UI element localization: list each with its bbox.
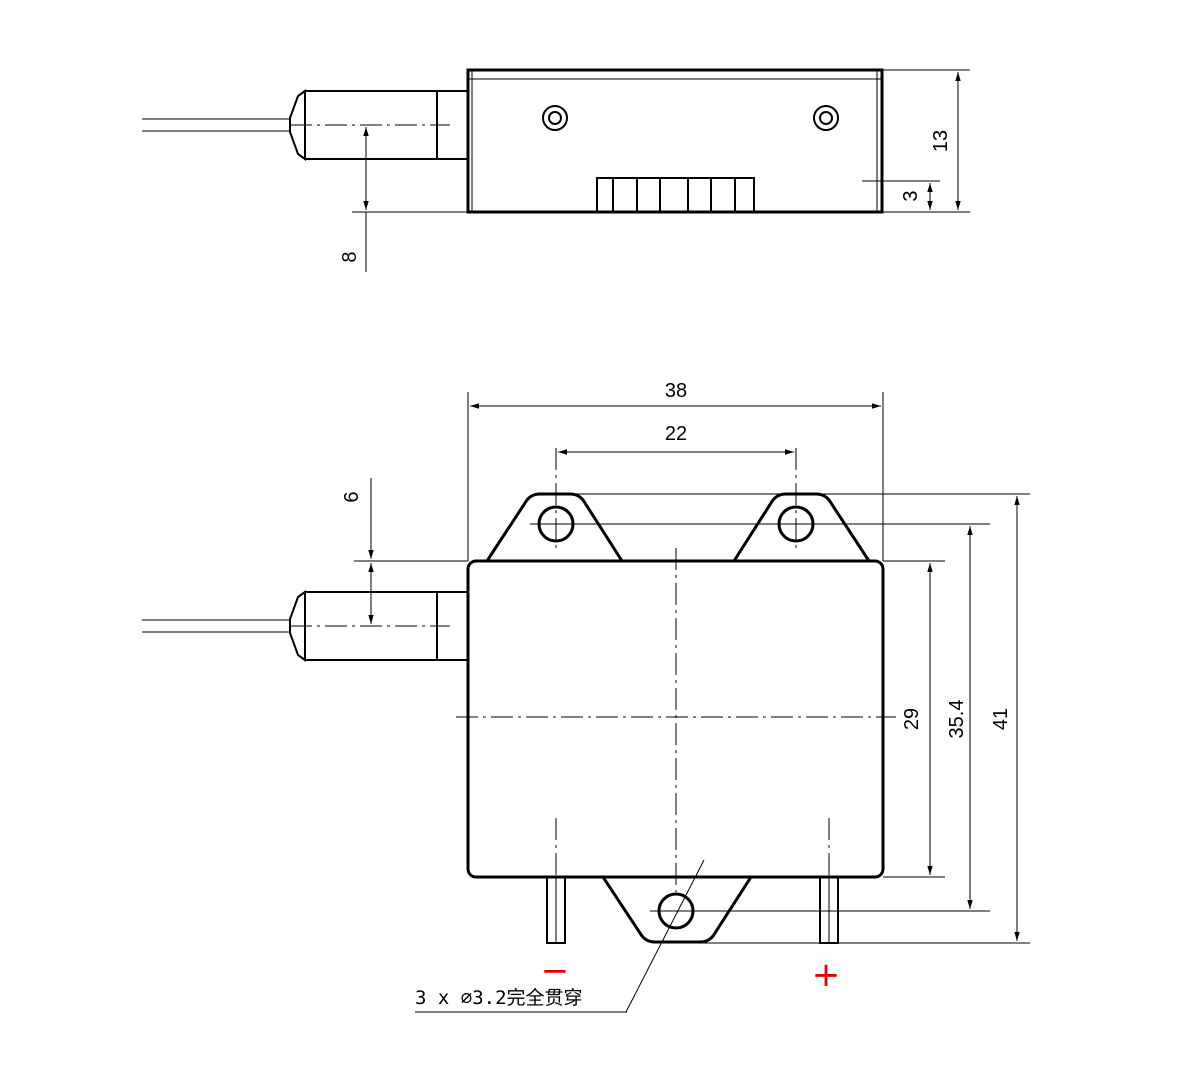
fiber-cable-side bbox=[142, 118, 290, 132]
dimension-label: 38 bbox=[665, 380, 687, 402]
dimension-overall-height: 41 bbox=[572, 493, 1030, 944]
dimension-overall-width: 38 bbox=[467, 380, 884, 561]
dimension-label: 35.4 bbox=[946, 700, 968, 739]
dimension-side-fiber-height: 8 bbox=[339, 127, 468, 272]
dimension-label: 22 bbox=[665, 423, 687, 445]
dimension-label: 3 bbox=[900, 190, 922, 201]
screw-hole-icon bbox=[813, 105, 839, 131]
pin-connector-side bbox=[596, 177, 755, 213]
dimension-side-base-offset: 3 bbox=[862, 180, 940, 210]
dimension-label: 8 bbox=[339, 251, 361, 262]
dimension-label: 41 bbox=[990, 708, 1012, 730]
dimension-hole-span: 35.4 bbox=[946, 526, 973, 909]
dimension-label: 13 bbox=[930, 130, 952, 152]
dimension-side-height: 13 bbox=[882, 69, 970, 213]
mounting-ear-right bbox=[732, 492, 871, 562]
dimension-fiber-offset: 6 bbox=[341, 478, 468, 624]
terminal-pin-positive bbox=[819, 818, 839, 944]
screw-hole-icon bbox=[542, 105, 568, 131]
hole-callout-text: 3 x ∅3.2完全贯穿 bbox=[415, 987, 583, 1009]
hole-callout: 3 x ∅3.2完全贯穿 bbox=[415, 859, 705, 1013]
dimension-body-height: 29 bbox=[883, 560, 945, 878]
dimension-label: 29 bbox=[901, 708, 923, 730]
terminal-negative-mark: − bbox=[541, 951, 570, 991]
dimension-hole-pitch: 22 bbox=[558, 423, 794, 455]
dimension-label: 6 bbox=[341, 491, 363, 502]
mounting-ear-bottom bbox=[601, 876, 753, 944]
side-view: 13 3 8 bbox=[142, 68, 970, 272]
terminal-pin-negative bbox=[546, 818, 566, 944]
mounting-ear-left bbox=[485, 492, 624, 562]
housing-side bbox=[466, 68, 884, 214]
terminal-positive-mark: + bbox=[812, 955, 841, 995]
top-view: − + 38 22 6 29 bbox=[142, 380, 1030, 1013]
fiber-cable-top bbox=[142, 619, 290, 633]
center-lines bbox=[456, 548, 896, 892]
